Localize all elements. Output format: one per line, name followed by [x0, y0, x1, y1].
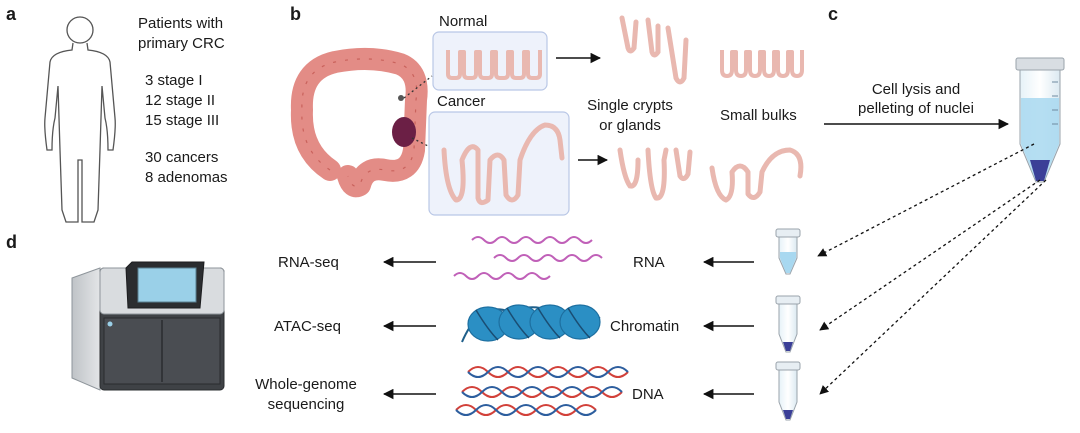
rna-label: RNA — [633, 254, 665, 271]
chromatin-icon — [461, 304, 601, 343]
normal-label: Normal — [439, 13, 488, 30]
cohort-heading-line2: primary CRC — [138, 35, 225, 52]
panel-label-d: d — [6, 232, 17, 252]
dna-label: DNA — [632, 386, 664, 403]
sequencer-machine-icon — [71, 261, 225, 391]
wgs-label-line2: sequencing — [267, 396, 345, 413]
atac-seq-label: ATAC-seq — [274, 318, 341, 335]
cohort-stage-1: 3 stage I — [145, 72, 203, 89]
wgs-label-line1: Whole-genome — [255, 376, 357, 393]
colon-illustration — [290, 47, 433, 198]
single-crypts-label-line2: or glands — [599, 117, 661, 134]
cohort-stage-3: 15 stage III — [145, 112, 220, 129]
single-crypts-normal-icon — [619, 15, 689, 85]
panel-label-c: c — [828, 4, 839, 24]
small-bulks-label: Small bulks — [720, 107, 797, 124]
small-bulks-cancer-icon — [709, 147, 804, 203]
panel-label-b: b — [290, 4, 301, 24]
microtube-dna-icon — [775, 361, 801, 421]
normal-crypts-icon — [446, 50, 542, 80]
cancer-label: Cancer — [437, 93, 486, 110]
cohort-count-cancers: 30 cancers — [145, 149, 219, 166]
microtube-chromatin-icon — [775, 295, 801, 353]
rna-strands-icon — [453, 236, 603, 280]
human-silhouette-icon — [44, 16, 116, 223]
cancer-glands-icon — [441, 122, 565, 206]
panel-label-a: a — [6, 4, 17, 24]
cohort-heading-line1: Patients with — [138, 15, 224, 32]
cohort-stage-2: 12 stage II — [145, 92, 216, 109]
conical-tube-icon — [1015, 57, 1065, 183]
tumor-icon — [392, 117, 416, 147]
small-bulks-normal-icon — [720, 50, 804, 78]
chromatin-label: Chromatin — [610, 318, 680, 335]
single-glands-cancer-icon — [617, 147, 693, 201]
lysis-label-line2: pelleting of nuclei — [858, 100, 974, 117]
lysis-label-line1: Cell lysis and — [871, 81, 961, 98]
cohort-count-adenomas: 8 adenomas — [145, 169, 228, 186]
dna-helix-icon — [455, 366, 629, 416]
single-crypts-label-line1: Single crypts — [587, 97, 673, 114]
rna-seq-label: RNA-seq — [278, 254, 339, 271]
microtube-rna-icon — [775, 228, 801, 275]
